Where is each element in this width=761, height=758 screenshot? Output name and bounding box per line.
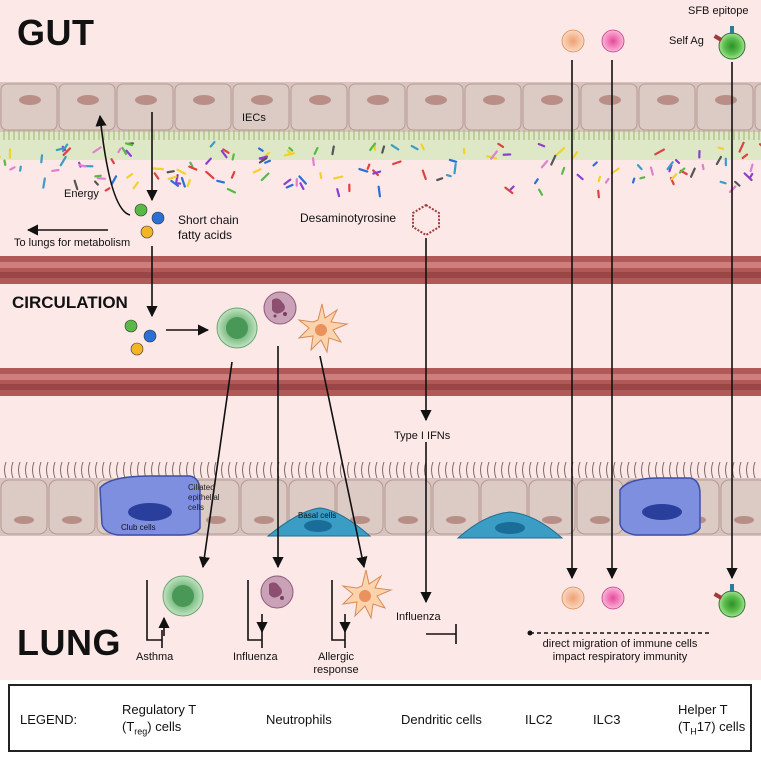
region-label-circulation: CIRCULATION: [12, 293, 128, 312]
legend-treg-line1: Regulatory T: [122, 702, 197, 717]
legend-th-line2: (TH17) cells: [678, 719, 746, 737]
scfa-label-line2: fatty acids: [178, 228, 233, 242]
blood-vessel-lower-wall: [0, 368, 761, 396]
ilc3-cell-gut: [601, 29, 625, 53]
gut-epithelium: [0, 82, 761, 199]
neutrophil-cell-circulation: [263, 291, 297, 325]
legend-treg-line2: (Treg) cells: [122, 719, 182, 737]
dendritic-cell-circulation: [297, 303, 349, 354]
migration-label-line1: direct migration of immune cells: [542, 638, 698, 650]
iecs-label: IECs: [242, 112, 266, 124]
region-label-lung: LUNG: [17, 622, 121, 663]
neutrophil-cell-lung: [260, 575, 294, 609]
effect-symbols: [146, 580, 457, 648]
legend-neutrophils: Neutrophils: [266, 712, 332, 727]
influenza-neutrophil-label: Influenza: [233, 651, 278, 663]
scfa-label-line1: Short chain: [178, 213, 239, 227]
legend-ilc3: ILC3: [593, 712, 621, 727]
blood-vessel-upper-wall: [0, 256, 761, 284]
ciliated-label-line2: epithelial: [188, 493, 220, 502]
allergic-label-line1: Allergic: [317, 651, 355, 663]
legend-title: LEGEND:: [20, 712, 78, 727]
legend-dendritic: Dendritic cells: [401, 712, 482, 727]
ilc2-cell-gut: [561, 29, 585, 53]
ilc2-cell-lung: [561, 586, 585, 610]
ciliated-label-line3: cells: [188, 503, 205, 512]
to-lungs-label: To lungs for metabolism: [14, 237, 131, 249]
legend-box: LEGEND: Regulatory T (Treg) cells Neutro…: [8, 684, 752, 752]
desaminotyrosine-molecule-icon: [412, 203, 440, 237]
treg-cell-lung: [162, 575, 204, 617]
club-cells-label: Club cells: [121, 523, 156, 532]
ilc3-cell-lung: [601, 586, 625, 610]
legend-ilc2: ILC2: [525, 712, 553, 727]
migration-label-line2: impact respiratory immunity: [552, 651, 688, 663]
lung-epithelium: [0, 461, 761, 539]
asthma-label: Asthma: [136, 651, 174, 663]
desaminotyrosine-label: Desaminotyrosine: [300, 211, 397, 225]
dendritic-cell-lung: [341, 569, 393, 620]
th17-cell-gut: [713, 26, 746, 60]
basal-cells-label: Basal cells: [298, 511, 337, 520]
migration-line: [527, 630, 712, 636]
scfa-molecules-circulation: [124, 319, 157, 356]
self-ag-label: Self Ag: [669, 35, 704, 47]
scfa-molecules-gut: [134, 203, 165, 239]
legend-th-line1: Helper T: [678, 702, 728, 717]
allergic-label-line2: response: [313, 664, 359, 676]
region-label-gut: GUT: [17, 12, 95, 53]
arrows: [26, 60, 738, 604]
treg-cell-circulation: [216, 307, 258, 349]
energy-label: Energy: [64, 188, 99, 200]
influenza-ifn-label: Influenza: [396, 611, 441, 623]
ciliated-label-line1: Ciliated: [188, 483, 215, 492]
th17-cell-lung: [713, 584, 746, 618]
sfb-epitope-label: SFB epitope: [688, 5, 749, 17]
type-i-ifns-label: Type I IFNs: [392, 430, 453, 442]
